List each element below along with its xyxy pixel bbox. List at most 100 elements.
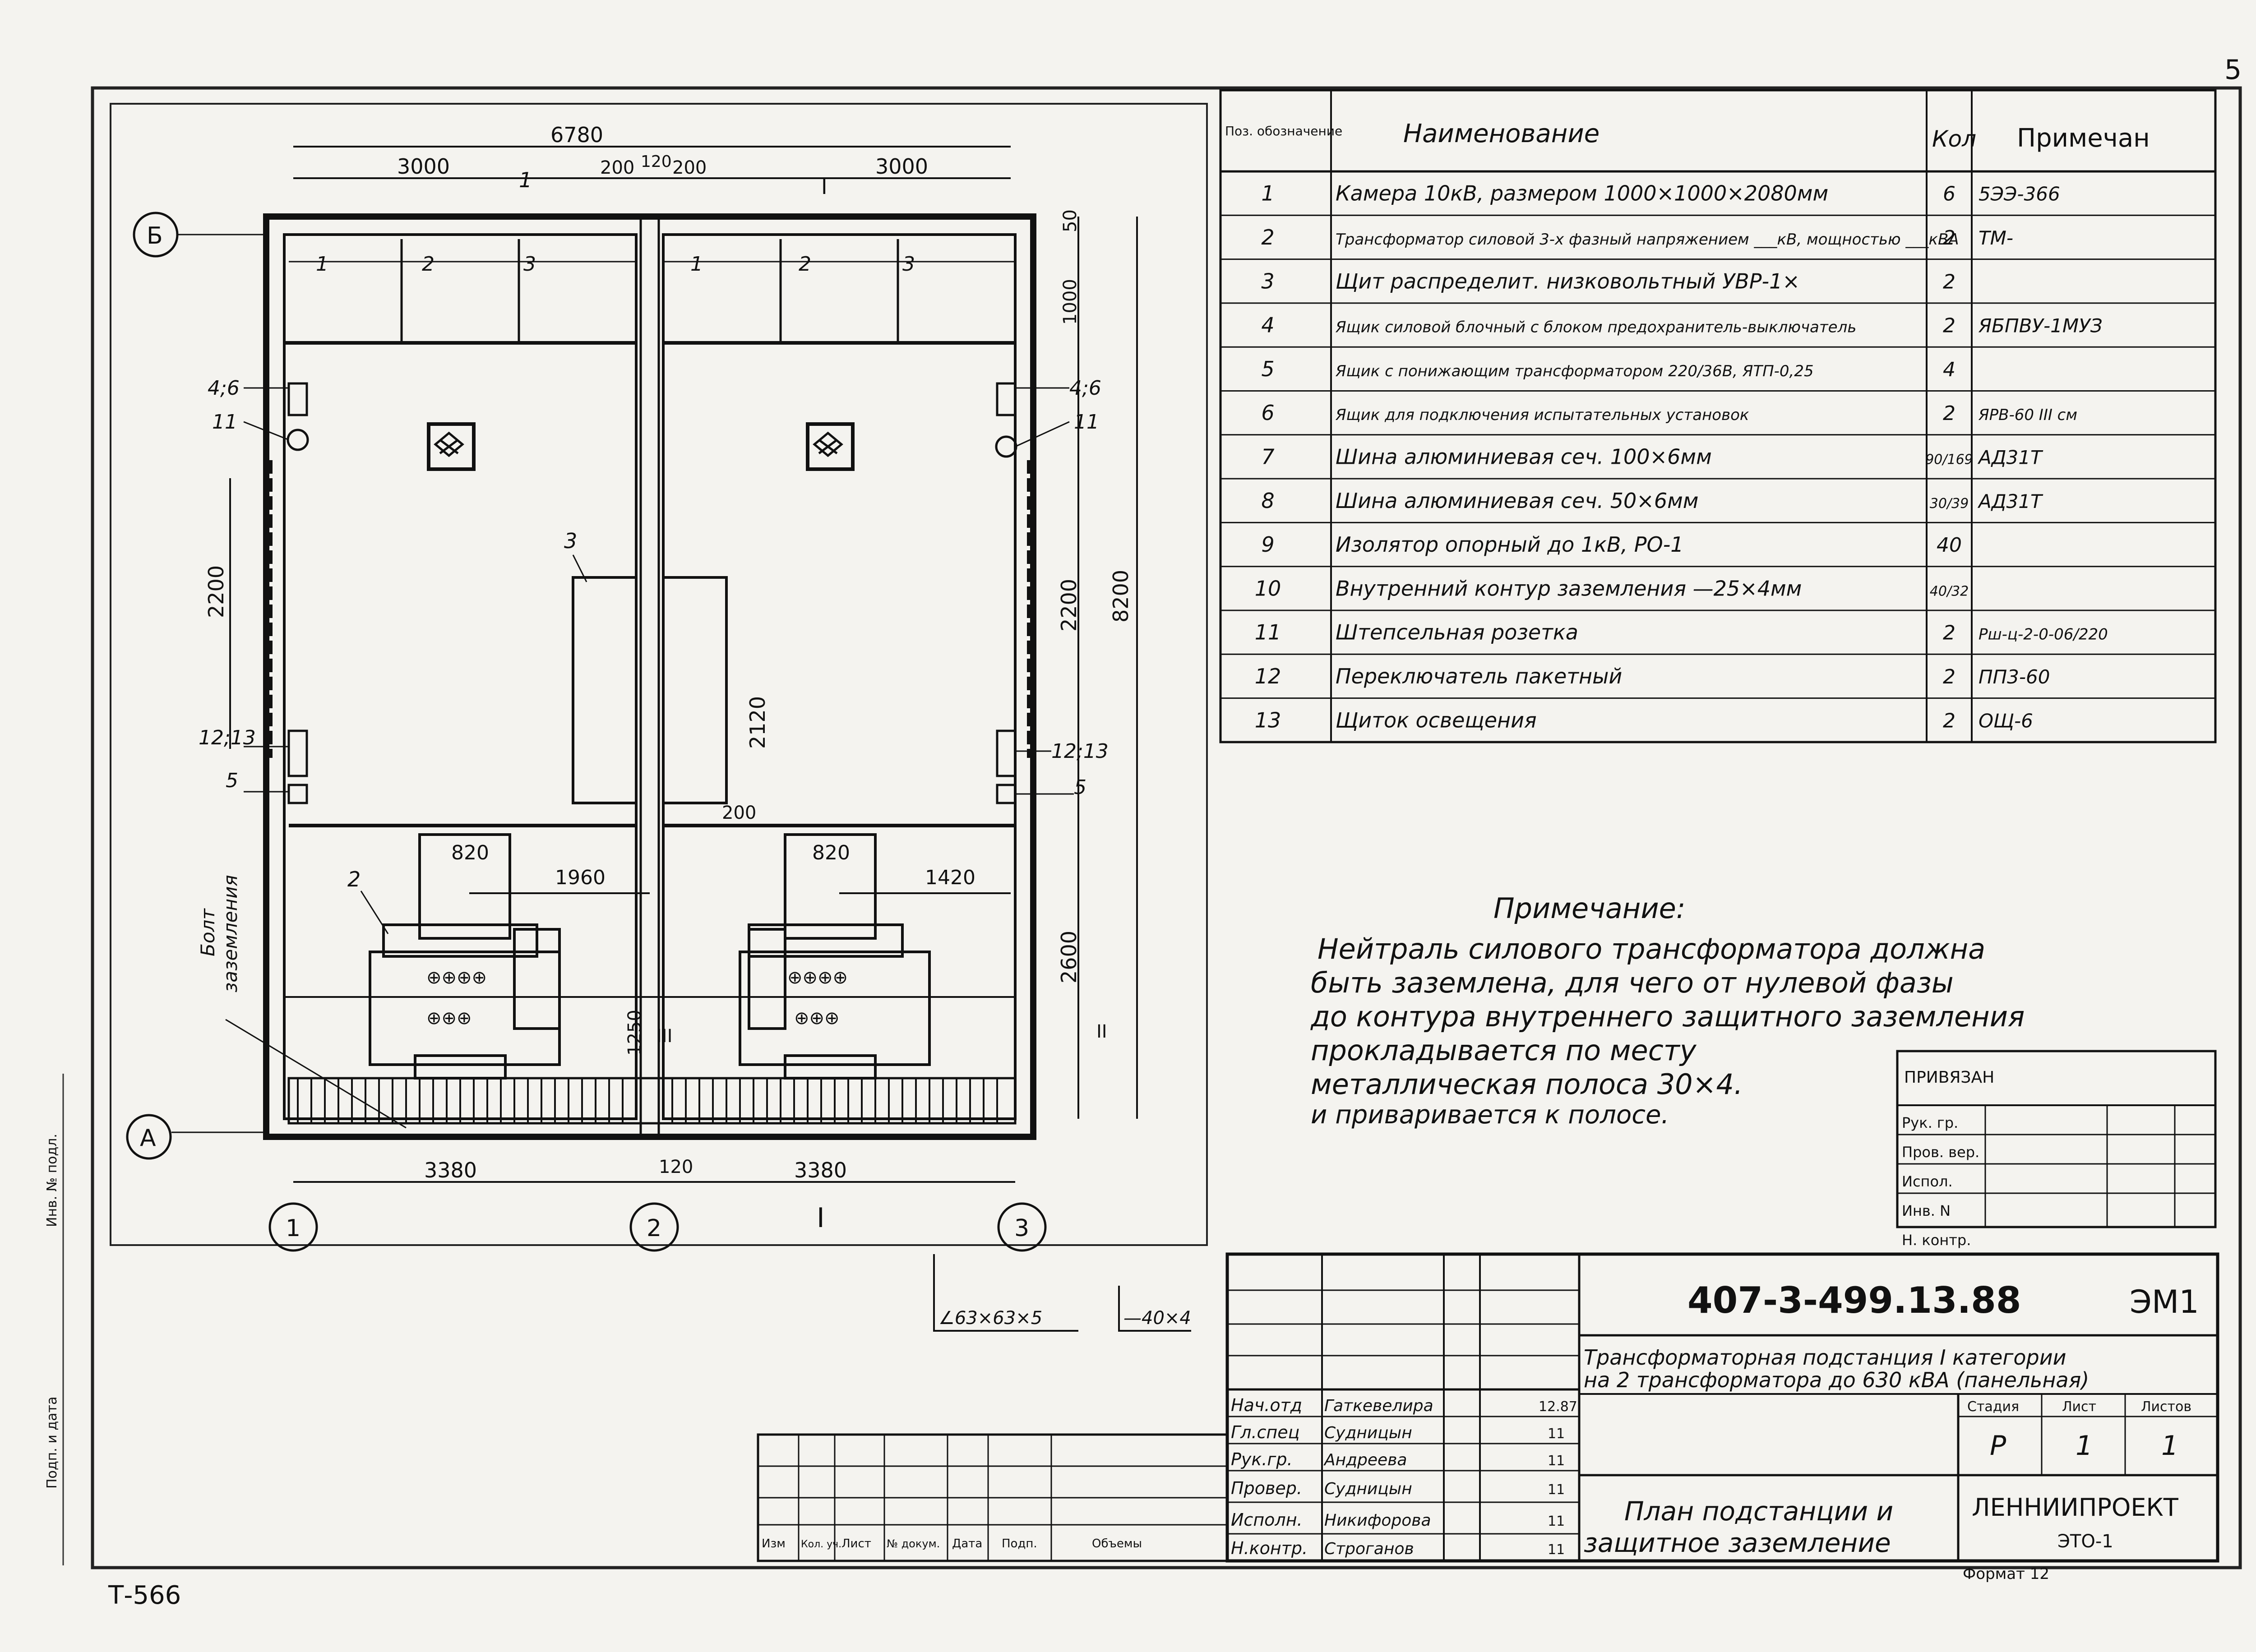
row-pos: 10: [1255, 576, 1281, 600]
staff-date: 11: [1548, 1482, 1565, 1498]
ceiling-lamp-icon: [427, 422, 476, 471]
sheet-value: 1: [2076, 1430, 2093, 1462]
row-qty: 40/32: [1930, 583, 1969, 599]
staff-role: Н.контр.: [1231, 1538, 1308, 1558]
dim-1420: 1420: [925, 866, 975, 889]
row-name: Изолятор опорный до 1кВ, РО-1: [1336, 532, 1684, 557]
dim-bottom-left: 3380: [424, 1158, 477, 1182]
doc-code: 407-3-499.13.88: [1687, 1279, 2021, 1321]
staff-role: Провер.: [1231, 1478, 1302, 1498]
spec-table: Поз. обозначение Наименование Кол Примеч…: [1219, 89, 2217, 743]
bolt-label-1: Болт: [197, 908, 219, 956]
note-line-3: до контура внутреннего защитного заземле…: [1310, 1000, 2025, 1033]
project-title-line2: на 2 трансформатора до 630 кВА (панельна…: [1584, 1368, 2089, 1392]
svg-text:⊕⊕⊕⊕: ⊕⊕⊕⊕: [426, 967, 487, 988]
staff-role: Исполн.: [1231, 1510, 1303, 1530]
row-qty: 40: [1937, 534, 1962, 557]
binding-row-1: Рук. гр.: [1902, 1114, 1958, 1131]
transformer-right: [739, 833, 931, 1080]
stage-label: Стадия: [1967, 1399, 2019, 1415]
row-name: Ящик с понижающим трансформатором 220/36…: [1335, 362, 1814, 380]
svg-text:⊕⊕⊕⊕: ⊕⊕⊕⊕: [787, 967, 848, 988]
row-pos: 5: [1261, 357, 1274, 381]
sheets-value: 1: [2161, 1430, 2178, 1462]
row-pos: 13: [1255, 708, 1281, 732]
dim-2120: 2120: [745, 696, 770, 749]
sheet-number-top: 5: [2224, 54, 2242, 86]
axis-bubble-a: [126, 1114, 172, 1160]
note-line-5: металлическая полоса 30×4.: [1311, 1068, 1743, 1101]
doc-section: ЭМ1: [2130, 1283, 2199, 1320]
change-hdr: Лист: [841, 1537, 871, 1550]
dim-bottom-mid: 120: [659, 1157, 693, 1177]
row-name: Ящик для подключения испытательных устан…: [1335, 406, 1749, 424]
row-note: АД31Т: [1977, 490, 2043, 512]
row-name: Щит распределит. низковольтный УВР-1×: [1336, 269, 1800, 293]
dim-mid-b: 120: [641, 152, 672, 171]
dim-820-left: 820: [451, 841, 489, 864]
stage-value: Р: [1990, 1430, 2006, 1462]
cell-label-2r: 2: [799, 253, 811, 276]
row-qty: 2: [1943, 314, 1956, 337]
cell-label-3r: 3: [902, 253, 915, 276]
row-qty: 2: [1943, 402, 1956, 425]
title-block: 407-3-499.13.88 ЭМ1 Трансформаторная под…: [1225, 1252, 2219, 1583]
steel-strip-label: —40×4: [1123, 1308, 1191, 1329]
staff-name: Строганов: [1324, 1540, 1414, 1558]
binding-row-5: Н. контр.: [1902, 1232, 1971, 1249]
row-name: Внутренний контур заземления —25×4мм: [1336, 576, 1802, 600]
row-note: ЯРВ-60 III см: [1978, 406, 2077, 424]
staff-name: Никифорова: [1324, 1511, 1431, 1530]
axis-label-3: 3: [1014, 1215, 1029, 1242]
transformer-left: [369, 833, 561, 1080]
plan-frame: [110, 103, 1208, 1246]
row-pos: 8: [1261, 489, 1274, 513]
staff-name: Гаткевелира: [1324, 1397, 1433, 1415]
axis-bubble-1: [268, 1202, 318, 1252]
note-line-6: и приваривается к полосе.: [1311, 1100, 1669, 1130]
row-pos: 12: [1255, 664, 1281, 688]
staff-name: Судницын: [1324, 1424, 1412, 1442]
note-line-2: быть заземлена, для чего от нулевой фазы: [1311, 966, 1954, 999]
dim-bottom-right: 3380: [794, 1158, 847, 1182]
sheet-label: Лист: [2062, 1399, 2096, 1415]
note-title: Примечание:: [1493, 892, 1686, 925]
dim-total-width: 6780: [550, 123, 603, 147]
change-hdr: Изм: [762, 1537, 786, 1550]
steel-angle-label: ∠63×63×5: [938, 1308, 1042, 1329]
drawing-title-line2: защитное заземление: [1584, 1527, 1891, 1558]
row-qty: 6: [1943, 183, 1956, 206]
partition-wall: [639, 215, 660, 1138]
row-name: Ящик силовой блочный с блоком предохрани…: [1335, 318, 1856, 337]
callout-1213-left: 12;13: [199, 726, 256, 749]
section-mark-bottom: I: [817, 1202, 825, 1234]
binding-block: ПРИВЯЗАН Рук. гр. Пров. вер. Испол. Инв.…: [1896, 1050, 2217, 1249]
header-qty: Кол: [1932, 126, 1976, 152]
callout-2: 2: [347, 867, 361, 891]
section-mark-top: I: [821, 175, 828, 199]
row-name: Шина алюминиевая сеч. 100×6мм: [1336, 444, 1712, 469]
axis-label-a: А: [140, 1125, 156, 1152]
change-hdr: Подп.: [1002, 1537, 1037, 1550]
header-pos: Поз. обозначение: [1225, 124, 1342, 138]
row-note: 5ЭЭ-366: [1979, 183, 2060, 205]
svg-text:⊕⊕⊕: ⊕⊕⊕: [794, 1008, 840, 1029]
org-name: ЛЕННИИПРОЕКТ: [1972, 1493, 2179, 1522]
margin-stamp-2: Инв. № подл.: [44, 1134, 60, 1227]
cell-label-1: 1: [316, 253, 328, 276]
sheet-frame: [91, 86, 2242, 1569]
axis-label-1: 1: [286, 1215, 300, 1242]
dim-left-room: 3000: [397, 154, 450, 179]
axis-label-2: 2: [647, 1215, 661, 1242]
callout-3: 3: [564, 529, 577, 553]
cell-label-2: 2: [422, 253, 435, 276]
row-note: ТМ-: [1979, 227, 2013, 249]
general-note: Примечание: Нейтраль силового трансформа…: [1310, 892, 2025, 1130]
dim-left-2200: 2200: [204, 565, 228, 618]
note-line-1: Нейтраль силового трансформатора должна: [1318, 932, 1985, 965]
dim-right-room: 3000: [875, 154, 928, 179]
dim-1960: 1960: [555, 866, 606, 889]
ceiling-lamp-icon: [806, 422, 855, 471]
org-dept: ЭТО-1: [2057, 1531, 2113, 1552]
row-name: Штепсельная розетка: [1336, 620, 1578, 645]
